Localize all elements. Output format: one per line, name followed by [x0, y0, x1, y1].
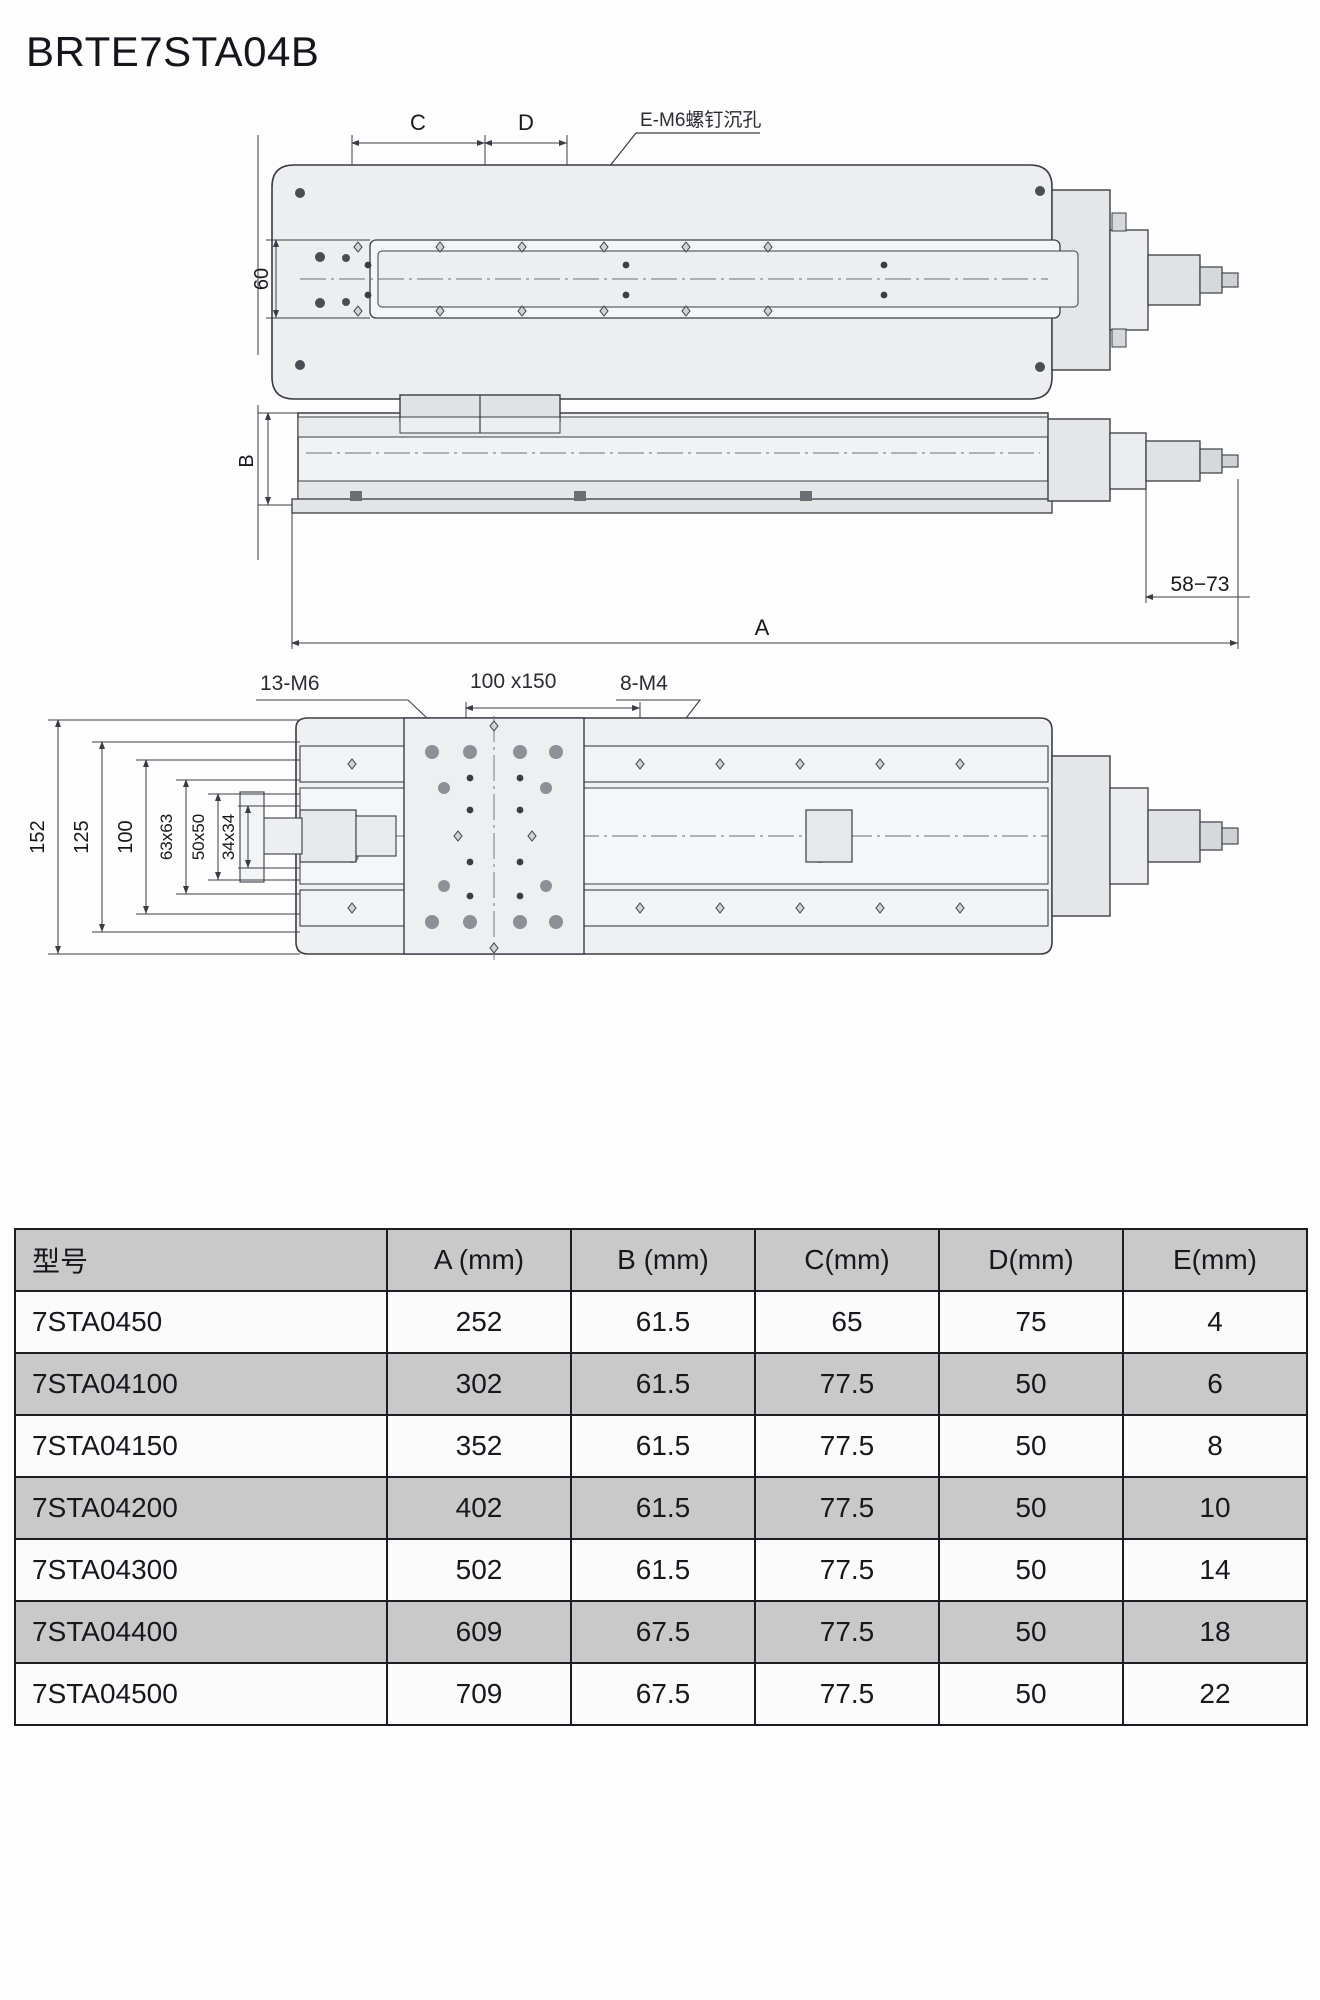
cell-c: 77.5: [754, 1352, 940, 1416]
cell-e: 6: [1122, 1352, 1308, 1416]
svg-text:E-M6螺钉沉孔: E-M6螺钉沉孔: [640, 109, 761, 131]
cell-d: 50: [938, 1538, 1124, 1602]
svg-text:A: A: [755, 615, 770, 640]
header-model: 型号: [14, 1228, 388, 1292]
cell-a: 252: [386, 1290, 572, 1354]
header-d: D(mm): [938, 1228, 1124, 1292]
cell-c: 77.5: [754, 1600, 940, 1664]
svg-text:13-M6: 13-M6: [260, 672, 320, 695]
cell-e: 14: [1122, 1538, 1308, 1602]
top-view: C D E-M6螺钉沉孔: [251, 109, 1239, 400]
cell-model: 7STA04100: [14, 1352, 388, 1416]
cell-model: 7STA04200: [14, 1476, 388, 1540]
cell-d: 50: [938, 1476, 1124, 1540]
svg-text:50x50: 50x50: [189, 814, 208, 860]
technical-drawing: C D E-M6螺钉沉孔: [0, 95, 1320, 1165]
cell-d: 75: [938, 1290, 1124, 1354]
cell-a: 352: [386, 1414, 572, 1478]
cell-b: 61.5: [570, 1352, 756, 1416]
page-title: BRTE7STA04B: [26, 28, 320, 75]
cell-c: 77.5: [754, 1476, 940, 1540]
cell-a: 709: [386, 1662, 572, 1726]
cell-model: 7STA04400: [14, 1600, 388, 1664]
cell-model: 7STA04500: [14, 1662, 388, 1726]
cell-b: 61.5: [570, 1290, 756, 1354]
cell-model: 7STA04300: [14, 1538, 388, 1602]
header-b: B (mm): [570, 1228, 756, 1292]
cell-e: 22: [1122, 1662, 1308, 1726]
cell-model: 7STA0450: [14, 1290, 388, 1354]
cell-a: 609: [386, 1600, 572, 1664]
cell-a: 402: [386, 1476, 572, 1540]
cell-d: 50: [938, 1352, 1124, 1416]
cell-d: 50: [938, 1414, 1124, 1478]
svg-text:60: 60: [251, 268, 273, 290]
cell-a: 502: [386, 1538, 572, 1602]
svg-text:63x63: 63x63: [157, 814, 176, 860]
svg-text:34x34: 34x34: [219, 814, 238, 860]
cell-e: 10: [1122, 1476, 1308, 1540]
svg-text:D: D: [518, 110, 534, 135]
svg-text:8-M4: 8-M4: [620, 672, 668, 695]
cell-e: 18: [1122, 1600, 1308, 1664]
front-view: B: [236, 394, 1250, 649]
cell-a: 302: [386, 1352, 572, 1416]
cell-d: 50: [938, 1662, 1124, 1726]
svg-text:100 x150: 100 x150: [470, 670, 556, 693]
header-e: E(mm): [1122, 1228, 1308, 1292]
header-a: A (mm): [386, 1228, 572, 1292]
header-c: C(mm): [754, 1228, 940, 1292]
cell-c: 65: [754, 1290, 940, 1354]
svg-text:C: C: [410, 110, 426, 135]
cell-e: 4: [1122, 1290, 1308, 1354]
svg-text:125: 125: [71, 820, 93, 853]
cell-c: 77.5: [754, 1662, 940, 1726]
cell-d: 50: [938, 1600, 1124, 1664]
cell-model: 7STA04150: [14, 1414, 388, 1478]
svg-text:100: 100: [115, 820, 137, 853]
cell-b: 67.5: [570, 1600, 756, 1664]
bottom-view: 13-M6 100 x150 8-M4: [27, 670, 1239, 960]
cell-c: 77.5: [754, 1414, 940, 1478]
svg-text:58−73: 58−73: [1171, 573, 1230, 596]
cell-c: 77.5: [754, 1538, 940, 1602]
svg-text:B: B: [236, 454, 258, 467]
cell-e: 8: [1122, 1414, 1308, 1478]
cell-b: 61.5: [570, 1414, 756, 1478]
spec-table: 型号 A (mm) B (mm) C(mm) D(mm) E(mm) 7STA0…: [14, 1228, 1308, 1726]
table-header-row: 型号 A (mm) B (mm) C(mm) D(mm) E(mm): [14, 1228, 1308, 1292]
cell-b: 61.5: [570, 1476, 756, 1540]
cell-b: 61.5: [570, 1538, 756, 1602]
svg-text:152: 152: [27, 820, 49, 853]
cell-b: 67.5: [570, 1662, 756, 1726]
spec-table-container: 型号 A (mm) B (mm) C(mm) D(mm) E(mm) 7STA0…: [14, 1228, 1308, 1726]
